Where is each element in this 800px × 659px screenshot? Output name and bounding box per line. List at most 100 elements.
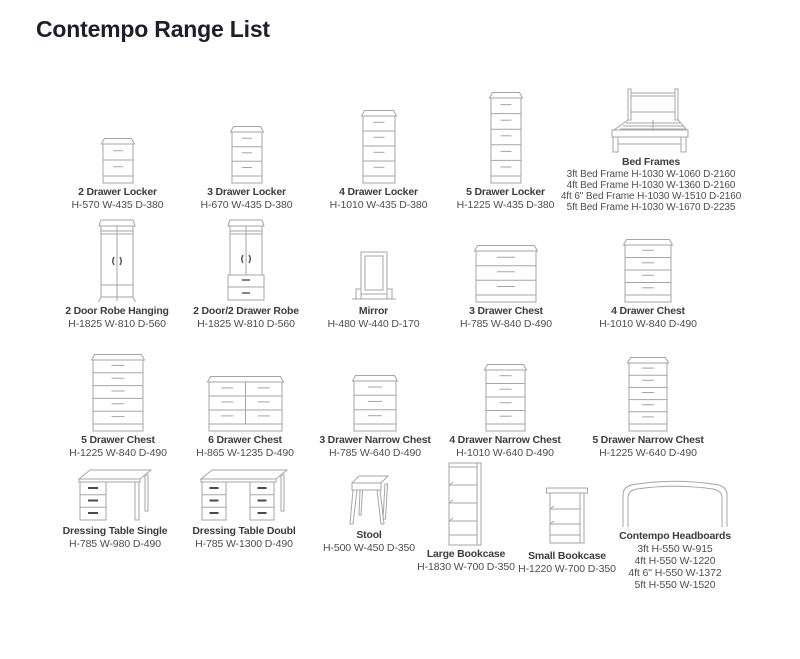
drawing-area bbox=[441, 218, 571, 303]
drawing-area bbox=[55, 85, 180, 184]
3-drawer-locker-drawing bbox=[229, 126, 264, 184]
item-card-dressing-table-double: Dressing Table Doubl H-785 W-1300 D-490 bbox=[179, 469, 309, 550]
bed-frame-spec: 3ft Bed Frame H-1030 W-1060 D-2160 bbox=[566, 168, 736, 180]
item-card-6-drawer-chest: 6 Drawer Chest H-865 W-1235 D-490 bbox=[180, 347, 310, 459]
large-bookcase-drawing bbox=[448, 462, 482, 546]
bed-frames-title: Bed Frames bbox=[621, 156, 681, 168]
item-card-contempo-headboards: Contempo Headboards 3ft H-550 W-915 4ft … bbox=[597, 470, 753, 591]
item-card-2-door-robe-hanging: 2 Door Robe Hanging H-1825 W-810 D-560 bbox=[52, 218, 182, 330]
item-card-small-bookcase: Small Bookcase H-1220 W-700 D-350 bbox=[514, 487, 620, 575]
item-name: 2 Door/2 Drawer Robe bbox=[193, 305, 299, 317]
item-name: Stool bbox=[356, 529, 382, 541]
item-card-dressing-table-single: Dressing Table Single H-785 W-980 D-490 bbox=[50, 469, 180, 550]
drawing-area bbox=[514, 487, 620, 544]
item-name: Mirror bbox=[358, 305, 389, 317]
item-card-3-drawer-chest: 3 Drawer Chest H-785 W-840 D-490 bbox=[441, 218, 571, 330]
2-door-2-drawer-robe-drawing bbox=[227, 219, 265, 301]
drawing-area bbox=[416, 461, 516, 546]
4-drawer-locker-drawing bbox=[360, 110, 397, 184]
item-dimensions: H-1825 W-810 D-560 bbox=[68, 317, 166, 330]
3-drawer-chest-drawing bbox=[474, 245, 538, 303]
headboard-spec: 4ft 6" H-550 W-1372 bbox=[628, 566, 722, 579]
item-dimensions: H-785 W-840 D-490 bbox=[459, 317, 553, 330]
bed-frame-spec: 5ft Bed Frame H-1030 W-1670 D-2235 bbox=[566, 201, 736, 213]
item-dimensions: H-865 W-1235 D-490 bbox=[196, 446, 294, 459]
item-name: 5 Drawer Locker bbox=[466, 186, 545, 198]
item-name: 3 Drawer Locker bbox=[207, 186, 286, 198]
item-name: Dressing Table Doubl bbox=[192, 525, 296, 537]
drawing-area bbox=[52, 218, 182, 303]
item-name: 3 Drawer Narrow Chest bbox=[319, 434, 431, 446]
item-name: Small Bookcase bbox=[528, 550, 606, 562]
item-card-3-drawer-narrow-chest: 3 Drawer Narrow Chest H-785 W-640 D-490 bbox=[310, 347, 440, 459]
item-name: 5 Drawer Narrow Chest bbox=[592, 434, 704, 446]
drawing-area bbox=[310, 347, 440, 432]
6-drawer-chest-drawing bbox=[206, 376, 284, 432]
drawing-area bbox=[597, 470, 753, 528]
item-name: 4 Drawer Locker bbox=[339, 186, 418, 198]
5-drawer-chest-drawing bbox=[91, 354, 145, 432]
item-name: 5 Drawer Chest bbox=[81, 434, 155, 446]
5-drawer-locker-drawing bbox=[488, 92, 523, 184]
small-bookcase-drawing bbox=[546, 487, 588, 544]
item-dimensions: H-500 W-450 D-350 bbox=[322, 541, 416, 554]
dressing-table-single-drawing bbox=[78, 469, 152, 521]
item-name: 4 Drawer Narrow Chest bbox=[449, 434, 561, 446]
item-card-4-drawer-locker: 4 Drawer Locker H-1010 W-435 D-380 bbox=[316, 85, 441, 211]
item-name: 4 Drawer Chest bbox=[611, 305, 685, 317]
item-card-2-drawer-locker: 2 Drawer Locker H-570 W-435 D-380 bbox=[55, 85, 180, 211]
headboard-spec: 5ft H-550 W-1520 bbox=[634, 578, 716, 591]
headboards-title: Contempo Headboards bbox=[619, 530, 731, 542]
item-card-5-drawer-chest: 5 Drawer Chest H-1225 W-840 D-490 bbox=[55, 347, 181, 459]
3-drawer-narrow-chest-drawing bbox=[352, 375, 398, 432]
item-dimensions: H-785 W-1300 D-490 bbox=[195, 537, 293, 550]
drawing-area bbox=[179, 469, 309, 523]
item-dimensions: H-1010 W-840 D-490 bbox=[599, 317, 697, 330]
drawing-area bbox=[316, 85, 441, 184]
item-card-bed-frames: Bed Frames 3ft Bed Frame H-1030 W-1060 D… bbox=[561, 88, 741, 213]
item-card-2-door-2-drawer-robe: 2 Door/2 Drawer Robe H-1825 W-810 D-560 bbox=[181, 218, 311, 330]
item-dimensions: H-1225 W-435 D-380 bbox=[456, 198, 555, 211]
item-card-4-drawer-chest: 4 Drawer Chest H-1010 W-840 D-490 bbox=[583, 218, 713, 330]
item-card-mirror: Mirror H-480 W-440 D-170 bbox=[311, 218, 436, 330]
bed-frame-spec: 4ft Bed Frame H-1030 W-1360 D-2160 bbox=[566, 179, 736, 191]
bed-frame-spec: 4ft 6" Bed Frame H-1030 W-1510 D-2160 bbox=[560, 190, 742, 202]
drawing-area bbox=[311, 218, 436, 303]
drawing-area bbox=[443, 85, 568, 184]
drawing-area bbox=[55, 347, 181, 432]
drawing-area bbox=[180, 347, 310, 432]
stool-drawing bbox=[349, 475, 389, 525]
drawing-area bbox=[50, 469, 180, 523]
drawing-area bbox=[314, 473, 424, 527]
item-card-stool: Stool H-500 W-450 D-350 bbox=[314, 473, 424, 554]
drawing-area bbox=[181, 218, 311, 303]
headboard-spec: 3ft H-550 W-915 bbox=[637, 542, 713, 555]
item-card-3-drawer-locker: 3 Drawer Locker H-670 W-435 D-380 bbox=[184, 85, 309, 211]
item-dimensions: H-785 W-640 D-490 bbox=[328, 446, 422, 459]
drawing-area bbox=[184, 85, 309, 184]
dressing-table-double-drawing bbox=[200, 469, 288, 521]
2-drawer-locker-drawing bbox=[100, 138, 135, 184]
headboard-drawing bbox=[622, 480, 728, 527]
mirror-drawing bbox=[351, 251, 396, 300]
item-dimensions: H-1225 W-840 D-490 bbox=[69, 446, 167, 459]
item-name: 2 Door Robe Hanging bbox=[65, 305, 169, 317]
item-card-5-drawer-narrow-chest: 5 Drawer Narrow Chest H-1225 W-640 D-490 bbox=[583, 347, 713, 459]
item-dimensions: H-480 W-440 D-170 bbox=[327, 317, 420, 330]
item-dimensions: H-785 W-980 D-490 bbox=[68, 537, 162, 550]
item-dimensions: H-1010 W-435 D-380 bbox=[329, 198, 428, 211]
item-dimensions: H-1010 W-640 D-490 bbox=[456, 446, 554, 459]
drawing-area bbox=[566, 88, 736, 154]
item-card-5-drawer-locker: 5 Drawer Locker H-1225 W-435 D-380 bbox=[443, 85, 568, 211]
page-title: Contempo Range List bbox=[36, 16, 270, 42]
drawing-area bbox=[583, 347, 713, 432]
4-drawer-narrow-chest-drawing bbox=[483, 364, 527, 432]
item-name: 2 Drawer Locker bbox=[78, 186, 157, 198]
drawing-area bbox=[583, 218, 713, 303]
item-dimensions: H-1220 W-700 D-350 bbox=[518, 562, 616, 575]
bed-frame-drawing bbox=[611, 88, 689, 153]
5-drawer-narrow-chest-drawing bbox=[627, 357, 669, 432]
item-card-4-drawer-narrow-chest: 4 Drawer Narrow Chest H-1010 W-640 D-490 bbox=[440, 347, 570, 459]
item-dimensions: H-1825 W-810 D-560 bbox=[197, 317, 295, 330]
